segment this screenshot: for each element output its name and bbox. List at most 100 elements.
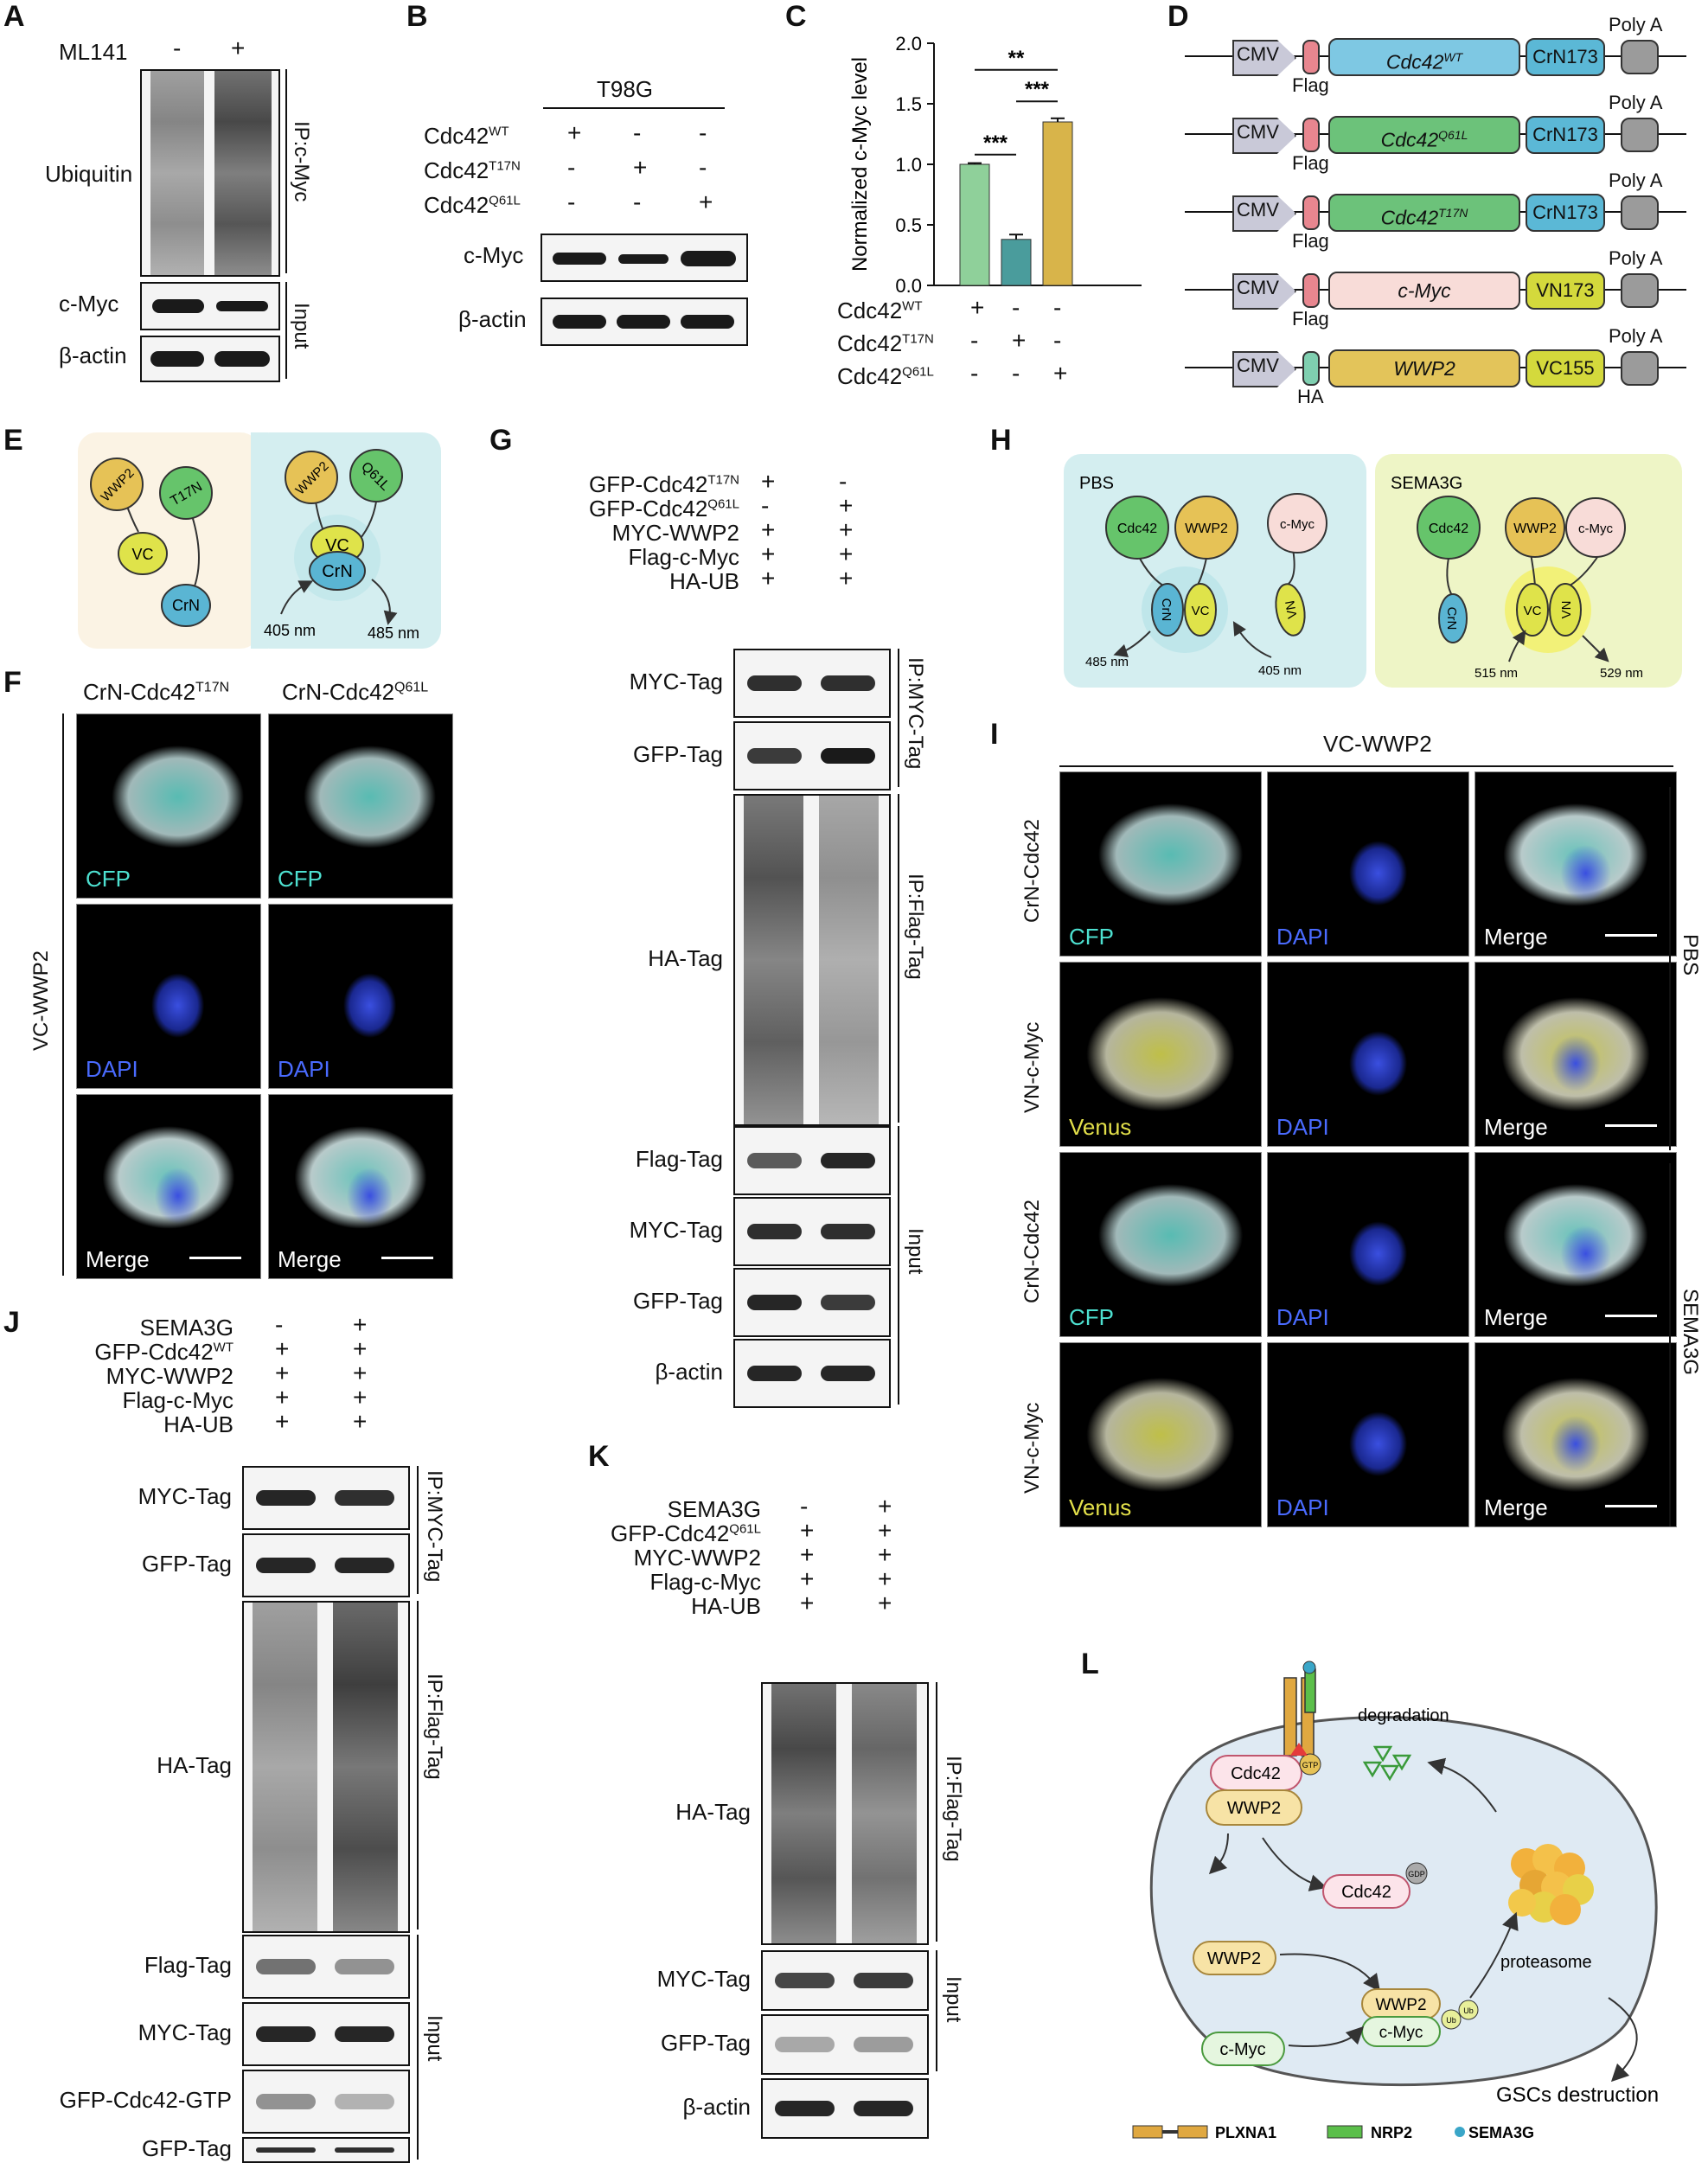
row-label: HA-UB [163, 1411, 233, 1437]
cell-line: T98G [597, 76, 654, 102]
tag-box [1302, 40, 1320, 74]
node-cmyc-bound: c-Myc [1379, 2024, 1423, 2042]
gene-box: WWP2 [1328, 349, 1520, 387]
blot-label: MYC-Tag [656, 1966, 751, 1992]
blot-label: HA-Tag [648, 945, 723, 971]
blot-label: β-actin [655, 1359, 723, 1385]
sign: + [839, 492, 854, 519]
fusion-box: CrN173 [1526, 194, 1605, 232]
blot [761, 1682, 929, 1945]
promoter-label: CMV [1237, 355, 1279, 376]
blot-label: GFP-Cdc42-GTP [59, 2087, 232, 2113]
sign: + [275, 1408, 290, 1435]
micrograph: Venus [1059, 962, 1262, 1147]
blot-label: HA-Tag [157, 1752, 232, 1778]
channel-label: Merge [86, 1246, 150, 1272]
group-label: IP:MYC-Tag [904, 657, 927, 770]
polya-label: Poly A [1609, 170, 1663, 191]
legend-sema3g: SEMA3G [1468, 2124, 1534, 2141]
sema3g-ligand [1302, 1661, 1316, 1674]
row-label: CrN-Cdc42 [1020, 1199, 1044, 1303]
channel-label: Merge [1484, 1114, 1548, 1140]
band [747, 748, 802, 764]
svg-text:Cdc42: Cdc42 [1429, 522, 1468, 536]
sign: + [275, 1384, 290, 1411]
group-bracket [898, 649, 899, 787]
scale-bar [1605, 1505, 1657, 1507]
blot [242, 2070, 410, 2134]
sign: + [761, 565, 776, 592]
scale-bar [1605, 1124, 1657, 1127]
tag-label: Flag [1292, 152, 1329, 174]
blot-label: β-actin [59, 342, 127, 368]
row-label: Cdc42T17N [837, 330, 934, 356]
band [256, 2094, 316, 2109]
sign: + [633, 154, 648, 181]
micrograph: DAPI [1267, 1152, 1469, 1337]
blot [242, 1533, 410, 1597]
sign: + [878, 1517, 892, 1544]
band [821, 748, 875, 764]
svg-text:529 nm: 529 nm [1600, 666, 1643, 681]
group-label: Input [942, 1976, 965, 2023]
scale-bar [1605, 934, 1657, 937]
sign: + [275, 1360, 290, 1386]
channel-label: Merge [1484, 1304, 1548, 1330]
band [335, 2026, 394, 2042]
node-gdp: GDP [1408, 1870, 1425, 1878]
panel-label-c: C [785, 0, 807, 33]
micrograph: Merge [76, 1094, 261, 1279]
node-gscs-destruction: GSCs destruction [1496, 2083, 1659, 2107]
blot-label: c-Myc [464, 242, 524, 268]
svg-text:c-Myc: c-Myc [1578, 522, 1613, 536]
sign: - [761, 492, 770, 519]
polya-box [1621, 273, 1659, 308]
treatment-label: ML141 [59, 39, 128, 65]
sign: + [839, 516, 854, 543]
micrograph: Venus [1059, 1342, 1262, 1527]
tag-box [1302, 118, 1320, 152]
row-label: Cdc42Q61L [837, 363, 934, 389]
band [854, 2037, 913, 2052]
group-bracket [285, 69, 287, 273]
row-label: MYC-WWP2 [611, 520, 739, 546]
svg-text:405 nm: 405 nm [1258, 663, 1302, 678]
blot [242, 2002, 410, 2066]
polya-box [1621, 195, 1659, 230]
tag-label: Flag [1292, 308, 1329, 330]
channel-label: DAPI [1276, 924, 1329, 950]
band [747, 1153, 802, 1168]
panel-label-l: L [1081, 1648, 1099, 1680]
y-tick-label: 0.0 [895, 275, 922, 297]
band [256, 1558, 316, 1573]
group-bracket [898, 1126, 899, 1405]
row-label: GFP-Cdc42WT [94, 1339, 233, 1365]
band [335, 2094, 394, 2109]
row-label: Cdc42WT [837, 298, 923, 323]
legend-nrp2: NRP2 [1371, 2124, 1412, 2141]
polya-label: Poly A [1609, 325, 1663, 347]
channel-label: DAPI [278, 1056, 330, 1082]
sema3g-title: SEMA3G [1391, 474, 1462, 493]
polya-label: Poly A [1609, 247, 1663, 269]
group-label: Input [290, 303, 313, 349]
polya-box [1621, 118, 1659, 152]
channel-label: DAPI [86, 1056, 138, 1082]
sign: - [699, 119, 707, 146]
node-degradation: degradation [1358, 1706, 1449, 1725]
group-bracket [417, 1935, 419, 2160]
vc-label: VC [325, 536, 349, 555]
column-label: CrN-Cdc42T17N [83, 679, 230, 705]
svg-text:VC: VC [1192, 604, 1210, 618]
legend-plxna1: PLXNA1 [1215, 2124, 1276, 2141]
sign: + [353, 1360, 368, 1386]
band [854, 2101, 913, 2116]
channel-label: Venus [1069, 1494, 1132, 1520]
row-label: HA-UB [691, 1593, 761, 1619]
y-tick-label: 2.0 [895, 33, 922, 54]
channel-label: CFP [1069, 1304, 1114, 1330]
scale-bar [189, 1257, 241, 1259]
blot-beta-actin [140, 336, 280, 382]
fusion-box: CrN173 [1526, 38, 1605, 76]
sign: + [800, 1565, 815, 1592]
